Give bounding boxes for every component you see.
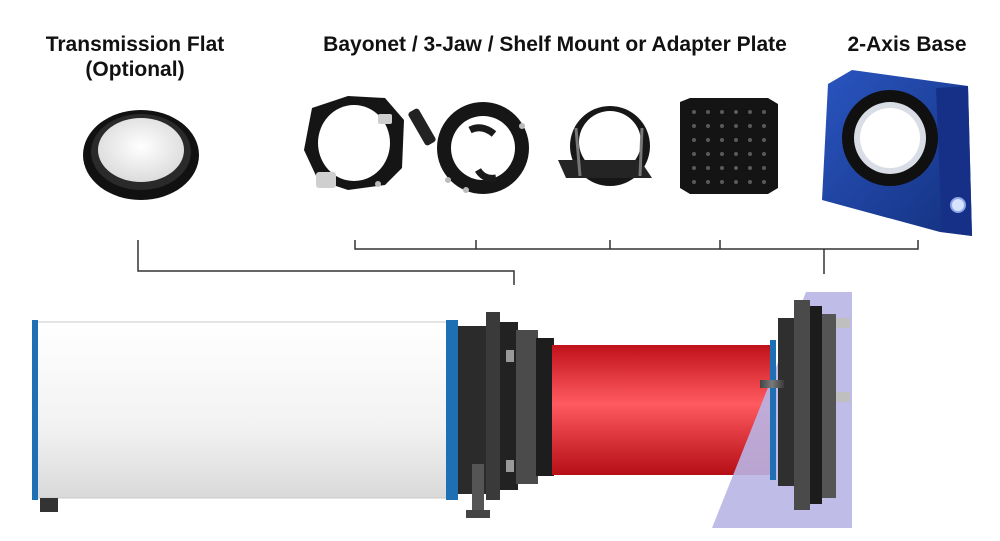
flat-connector-line [137,240,515,285]
connector-lines [137,240,919,285]
adapter-plate-hole [748,138,752,142]
adapter-plate-hole [720,166,724,170]
adapter-plate-hole [748,152,752,156]
adapter-plate-hole [692,138,696,142]
adapter-plate-holes [692,110,766,184]
adapter-plate-hole [748,110,752,114]
adapter-plate-icon [680,98,778,194]
three-jaw-mount-icon [408,102,529,194]
transmission-flat-label-line1: Transmission Flat [45,33,225,56]
adapter-plate-hole [734,124,738,128]
adapter-plate-hole [762,180,766,184]
two-axis-base-label: 2-Axis Base [847,33,967,56]
laser-beam [552,345,772,475]
mount-options-label: Bayonet / 3-Jaw / Shelf Mount or Adapter… [323,33,787,56]
adapter-plate-hole [706,166,710,170]
two-axis-base-icon [822,70,972,236]
adapter-plate-hole [748,124,752,128]
adapter-plate-hole [762,124,766,128]
adapter-plate-hole [692,152,696,156]
adapter-plate-hole [706,110,710,114]
adapter-plate-hole [692,166,696,170]
adapter-plate-hole [720,124,724,128]
adapter-plate-hole [748,180,752,184]
adapter-plate-hole [720,180,724,184]
bayonet-mount-icon [304,96,404,190]
shelf-mount-icon [558,106,652,186]
adapter-plate-hole [734,138,738,142]
transmission-flat-label: Transmission Flat (Optional) [30,32,240,82]
adapter-plate-hole [692,180,696,184]
adapter-plate-hole [706,138,710,142]
adapter-plate-hole [692,110,696,114]
adapter-plate-hole [734,110,738,114]
adapter-plate-hole [748,166,752,170]
adapter-plate-hole [720,110,724,114]
adapter-plate-hole [706,124,710,128]
mount-stack [486,312,554,500]
adapter-plate-hole [706,152,710,156]
adapter-plate-hole [762,138,766,142]
adapter-plate-hole [734,166,738,170]
adapter-plate-hole [720,152,724,156]
two-axis-base-side-view [712,292,852,528]
transmission-flat-ring-lens-icon [83,110,199,200]
interferometer-body [32,320,490,518]
adapter-plate-hole [734,152,738,156]
transmission-flat-label-line2: (Optional) [85,58,185,81]
adapter-plate-hole [762,110,766,114]
adapter-plate-hole [720,138,724,142]
adapter-plate-hole [692,124,696,128]
mount-bracket-line [354,240,919,250]
adapter-plate-hole [762,166,766,170]
adapter-plate-hole [706,180,710,184]
adapter-plate-hole [734,180,738,184]
adapter-plate-hole [762,152,766,156]
